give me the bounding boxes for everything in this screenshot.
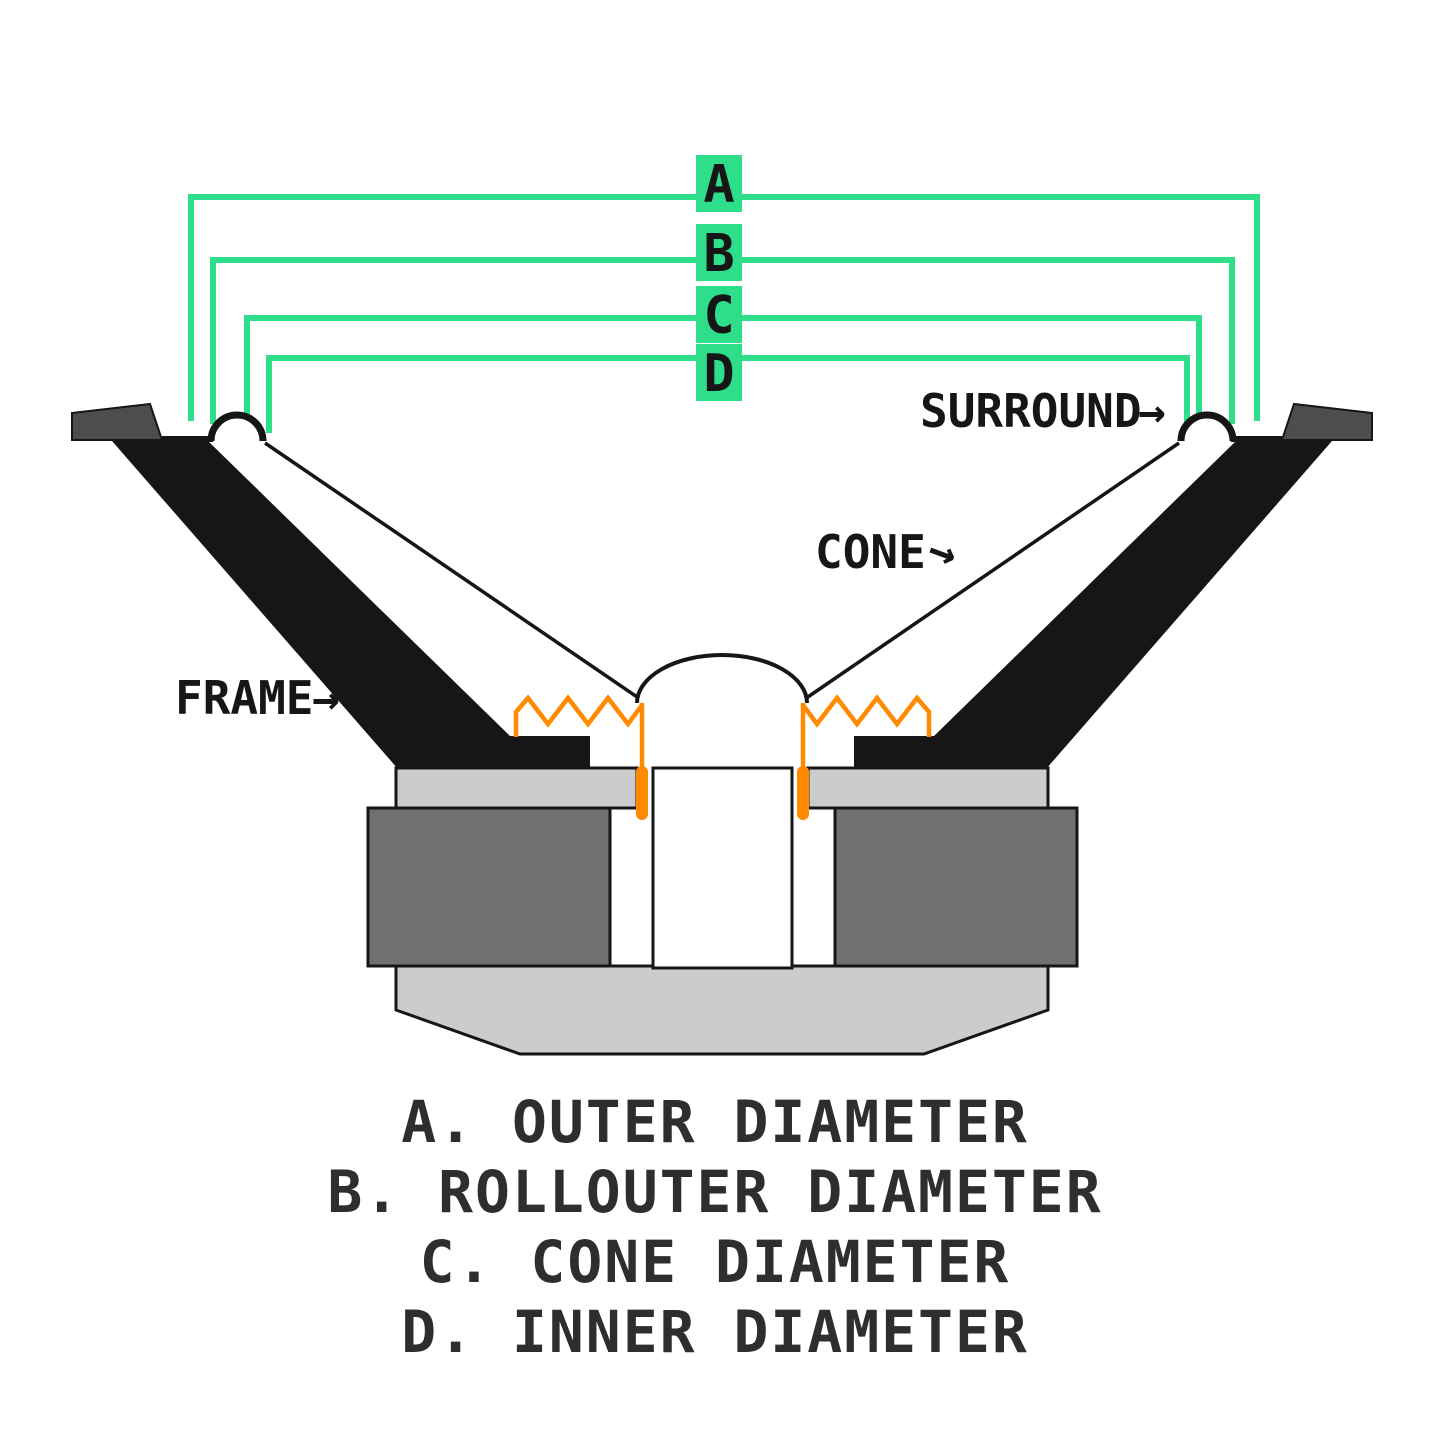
bottom-plate — [394, 964, 1050, 1056]
coil-winding-right — [797, 766, 809, 820]
marker-box-a — [696, 155, 742, 212]
surround-label: SURROUND — [920, 384, 1142, 438]
dust-cap — [635, 653, 809, 704]
magnet-left — [366, 806, 612, 968]
marker-letter-c: C — [703, 286, 734, 346]
spider-left — [513, 694, 644, 737]
dimension-marker-b: B — [696, 224, 742, 284]
speaker-cross-section — [71, 402, 1373, 1056]
frame-left — [112, 441, 590, 769]
cone-wall-left — [264, 441, 644, 703]
marker-letter-b: B — [703, 224, 734, 284]
legend-item-c: C. CONE DIAMETER — [420, 1228, 1011, 1296]
surround-roll-left — [207, 411, 267, 442]
coil-winding-left — [636, 766, 648, 820]
spider-right — [801, 694, 932, 737]
surround-arrow-icon: → — [1138, 384, 1166, 438]
voice-coil — [636, 703, 809, 820]
legend: A. OUTER DIAMETER B. ROLLOUTER DIAMETER … — [327, 1088, 1102, 1366]
dimension-marker-a: A — [696, 155, 742, 215]
legend-item-a: A. OUTER DIAMETER — [401, 1088, 1029, 1156]
marker-box-d — [696, 344, 742, 401]
magnet-right — [833, 806, 1079, 968]
top-plate-right — [806, 766, 1050, 810]
part-labels: SURROUND → CONE → FRAME → — [175, 384, 1166, 725]
pole-piece — [651, 766, 794, 970]
legend-item-d: D. INNER DIAMETER — [401, 1298, 1029, 1366]
marker-box-b — [696, 224, 742, 281]
marker-letter-a: A — [703, 155, 734, 215]
cone-wall-right — [801, 441, 1180, 703]
dimension-marker-d: D — [696, 344, 742, 404]
legend-item-b: B. ROLLOUTER DIAMETER — [327, 1158, 1102, 1226]
marker-letter-d: D — [703, 344, 734, 404]
dimension-markers: A B C D — [696, 155, 742, 404]
top-plate-left — [394, 766, 639, 810]
frame-label: FRAME — [175, 671, 313, 725]
frame-arrow-icon: → — [312, 671, 340, 725]
dimension-marker-c: C — [696, 286, 742, 346]
marker-box-c — [696, 286, 742, 343]
surround-roll-right — [1177, 411, 1237, 442]
frame-right — [854, 441, 1332, 769]
cone-label: CONE — [815, 525, 926, 579]
